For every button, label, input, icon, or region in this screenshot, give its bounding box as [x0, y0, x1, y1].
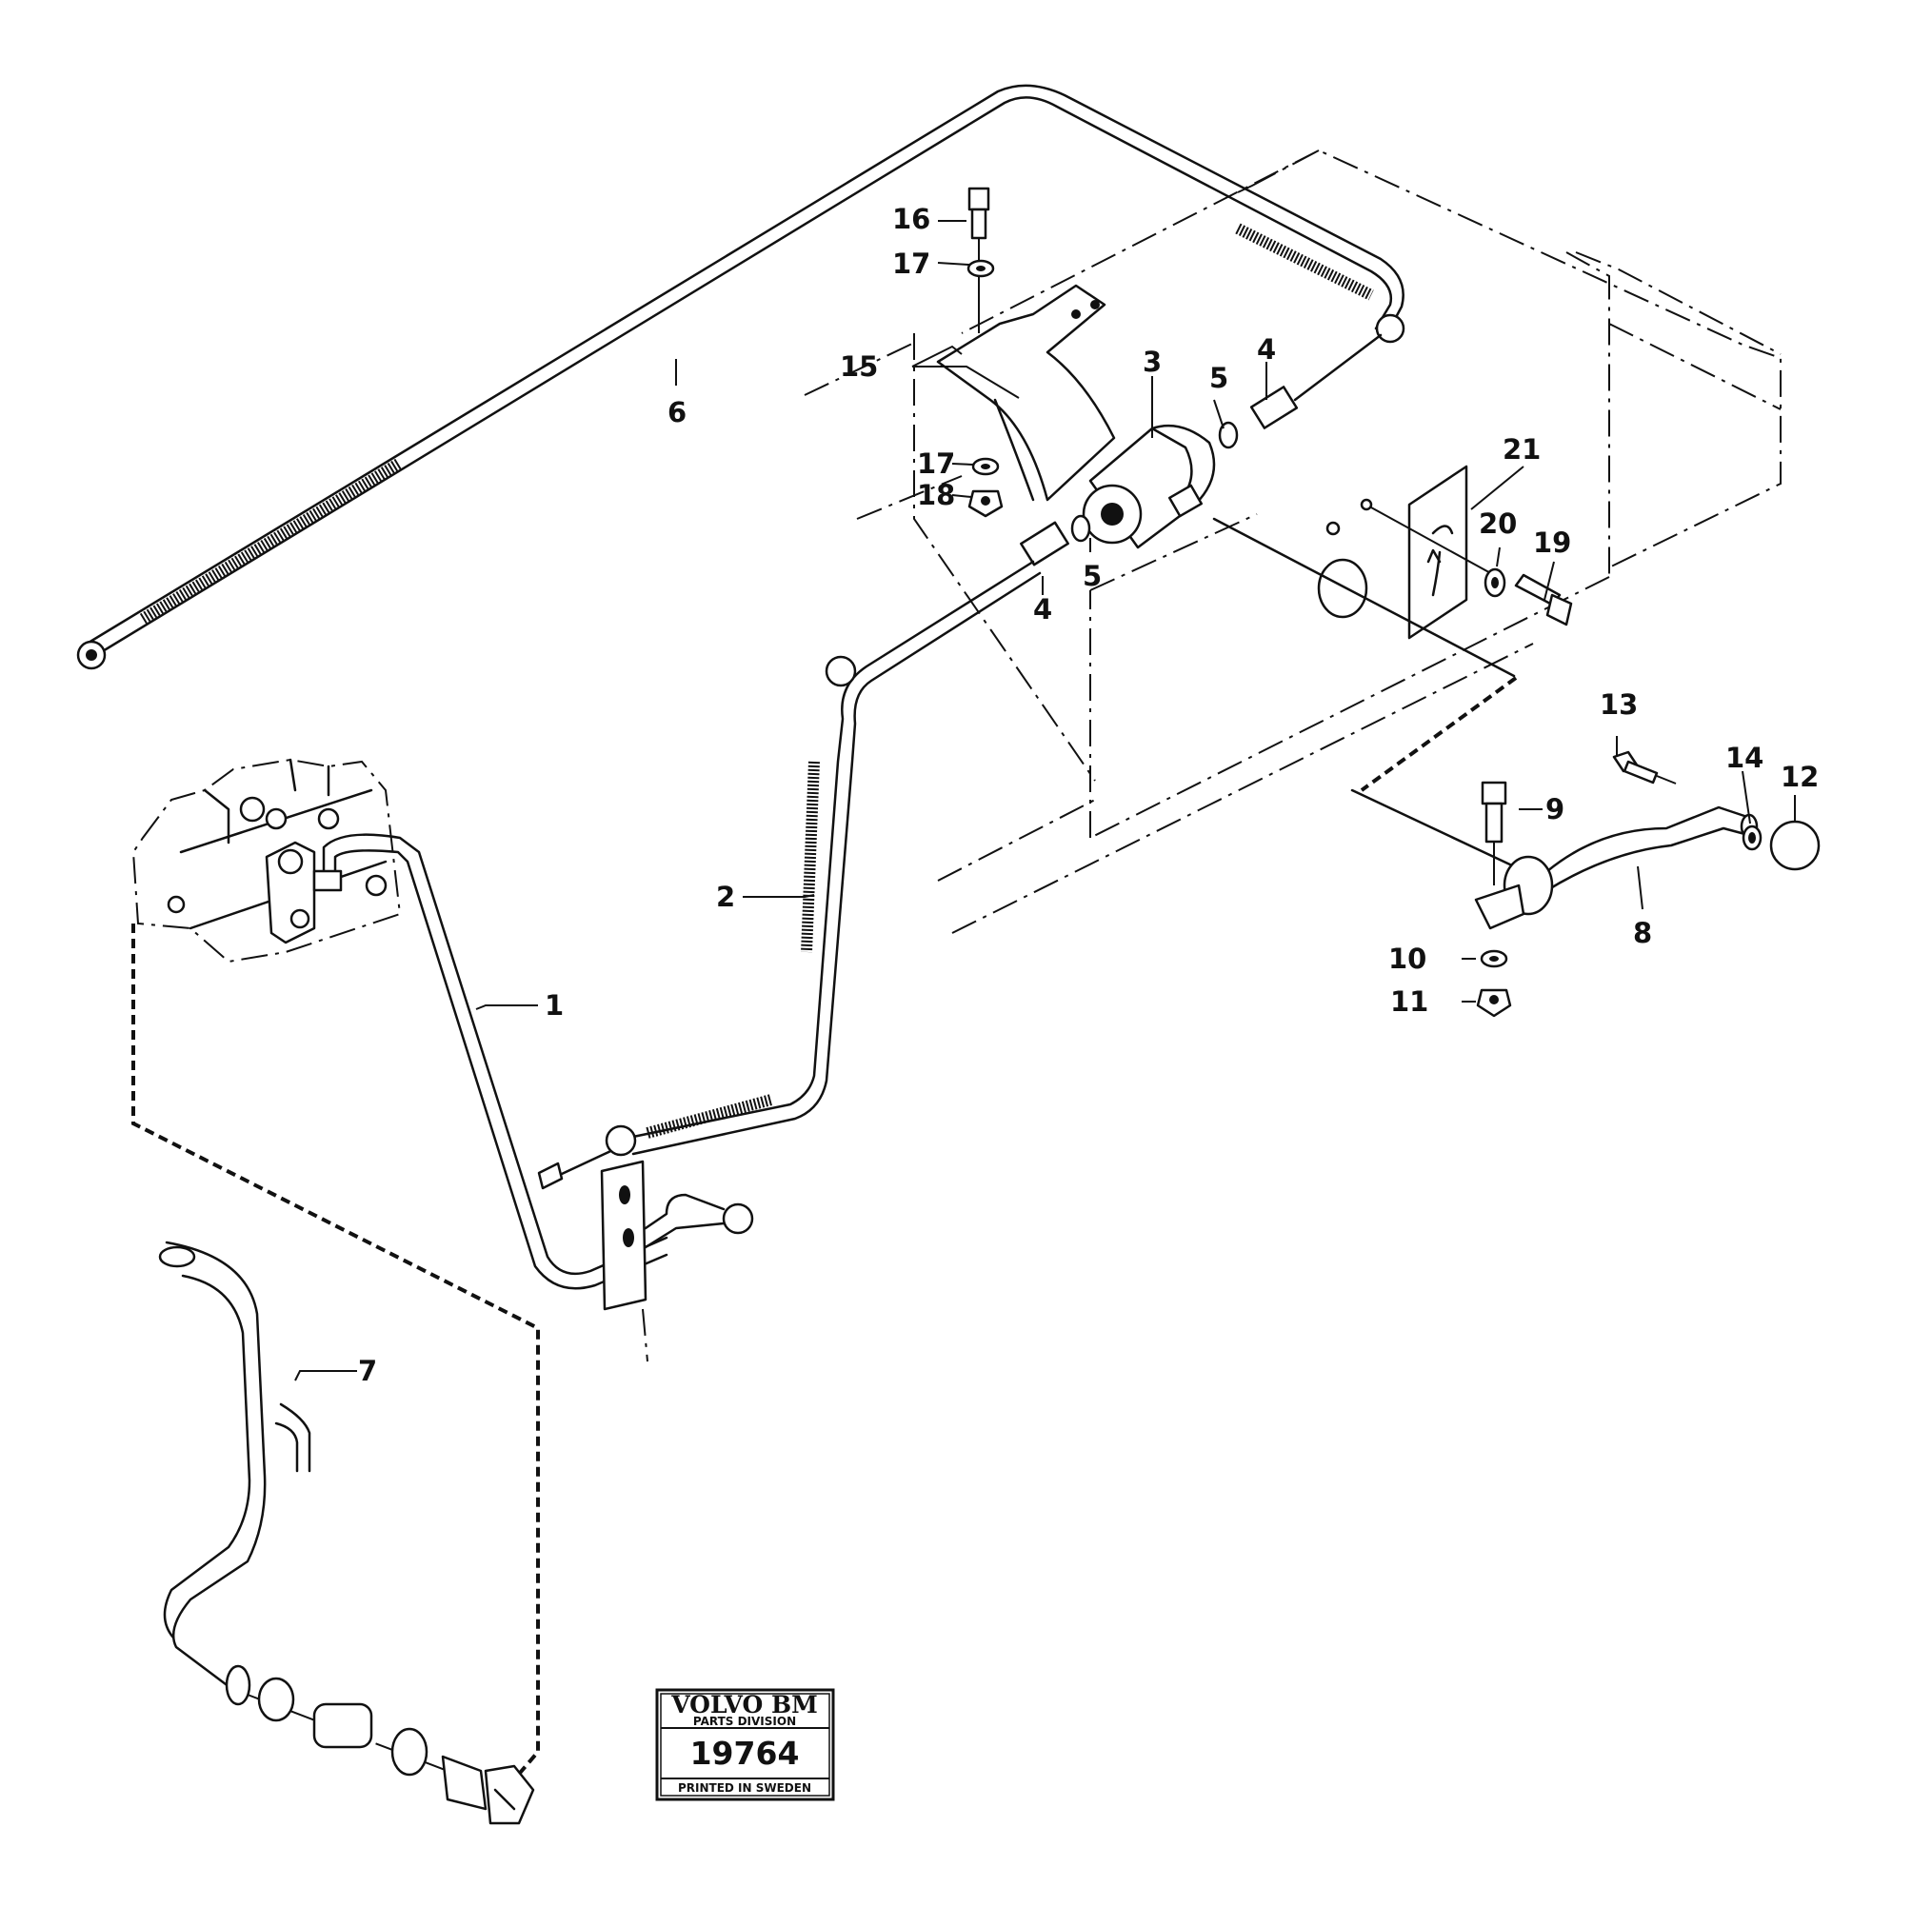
callout-15: 15 — [840, 350, 878, 383]
callout-10: 10 — [1388, 943, 1426, 975]
nut-18 — [967, 489, 1004, 518]
callout-14: 14 — [1725, 742, 1763, 774]
bracket-15 — [936, 284, 1116, 502]
knob-12 — [1769, 820, 1821, 871]
bolt-19 — [1514, 573, 1573, 626]
body-outline — [804, 149, 1782, 934]
washer-17-top — [966, 259, 995, 278]
callout-4-right: 4 — [1257, 333, 1276, 366]
callout-21: 21 — [1503, 433, 1541, 466]
pipe-7 — [158, 1241, 535, 1825]
control-cable — [1212, 517, 1518, 868]
lever-8 — [1474, 805, 1759, 930]
decal-21 — [1317, 465, 1505, 640]
valve-3 — [1082, 424, 1216, 549]
parts-division-stamp: VOLVO BM PARTS DIVISION 19764 PRINTED IN… — [655, 1688, 835, 1801]
fitting-4-left — [1020, 514, 1091, 566]
callout-8: 8 — [1633, 917, 1652, 949]
callout-18: 18 — [917, 479, 955, 511]
callout-9: 9 — [1545, 793, 1564, 825]
callout-6: 6 — [667, 396, 687, 428]
washer-14 — [1742, 824, 1763, 851]
callout-1: 1 — [545, 989, 564, 1022]
stamp-brand: VOLVO BM — [670, 1691, 818, 1718]
callout-19: 19 — [1533, 526, 1571, 559]
control-valve — [131, 758, 540, 1787]
callout-leaders — [294, 220, 1796, 1381]
pipe-bracket — [600, 1160, 754, 1362]
stamp-number: 19764 — [690, 1735, 800, 1772]
callout-2: 2 — [716, 881, 735, 913]
callout-7: 7 — [358, 1355, 377, 1387]
callout-3: 3 — [1143, 346, 1162, 378]
fitting-4-right — [1218, 333, 1383, 449]
callout-5-left: 5 — [1083, 560, 1102, 592]
pipe-2 — [605, 560, 1042, 1157]
callout-17-top: 17 — [892, 248, 930, 280]
callout-13: 13 — [1600, 688, 1638, 721]
callout-16: 16 — [892, 203, 930, 235]
bolt-9 — [1481, 781, 1507, 885]
bolt-16 — [967, 187, 990, 333]
callout-12: 12 — [1781, 761, 1819, 793]
washer-20 — [1484, 567, 1506, 598]
pipe-6 — [76, 84, 1405, 670]
callout-labels: 1 2 3 4 5 4 5 6 7 8 9 10 11 12 13 14 15 … — [358, 203, 1819, 1387]
washer-17-lower — [971, 457, 1000, 476]
callout-17-lower: 17 — [917, 447, 955, 480]
callout-4-left: 4 — [1033, 593, 1052, 626]
stamp-division: PARTS DIVISION — [693, 1715, 796, 1728]
callout-20: 20 — [1479, 507, 1517, 540]
stamp-printed: PRINTED IN SWEDEN — [678, 1781, 811, 1795]
callout-11: 11 — [1390, 985, 1428, 1018]
callout-5-right: 5 — [1209, 362, 1228, 394]
bolt-13 — [1612, 750, 1677, 785]
nut-11 — [1476, 988, 1512, 1018]
pipe-1 — [312, 833, 668, 1290]
washer-10 — [1480, 949, 1508, 968]
